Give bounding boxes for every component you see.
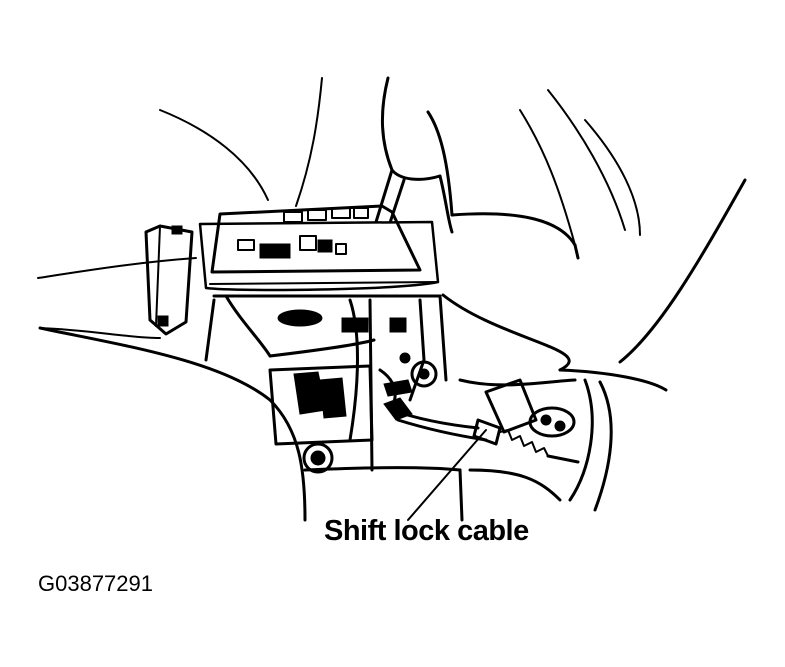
callout-label: Shift lock cable [324,515,529,547]
connector-block [268,364,374,474]
shifter-mechanism [204,294,448,472]
shift-lever [370,76,454,240]
figure-id: G03877291 [38,571,153,596]
indicator-plate [198,204,440,292]
console-right [441,178,747,512]
console-left [38,224,464,522]
background-contours [37,77,641,339]
callout-leader [407,429,487,521]
